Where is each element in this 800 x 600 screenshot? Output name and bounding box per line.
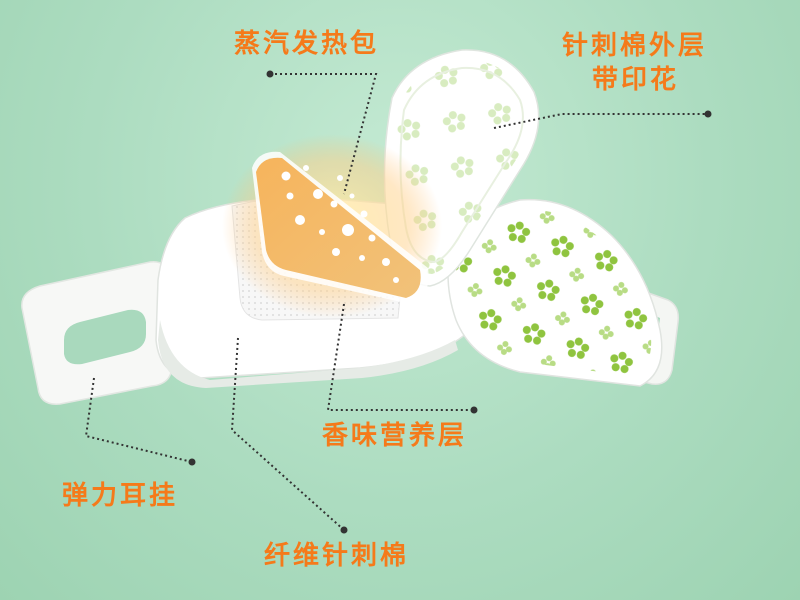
label-fiber-needle-cotton: 纤维针刺棉 xyxy=(264,541,410,571)
label-elastic-ear-loop: 弹力耳挂 xyxy=(62,481,179,511)
label-aroma-nutrition-layer: 香味营养层 xyxy=(322,421,468,451)
printed-outer-patch-lower xyxy=(447,198,663,387)
label-needle-cotton-outer: 针刺棉外层 xyxy=(562,31,708,61)
mask-base-edge xyxy=(158,320,458,388)
label-steam-heat-pack: 蒸汽发热包 xyxy=(234,29,380,59)
left-ear-loop xyxy=(21,261,173,405)
label-with-print: 带印花 xyxy=(592,65,680,95)
steam-heat-pack xyxy=(222,134,442,318)
leader-dots xyxy=(188,70,712,534)
leader-lines xyxy=(84,73,708,531)
